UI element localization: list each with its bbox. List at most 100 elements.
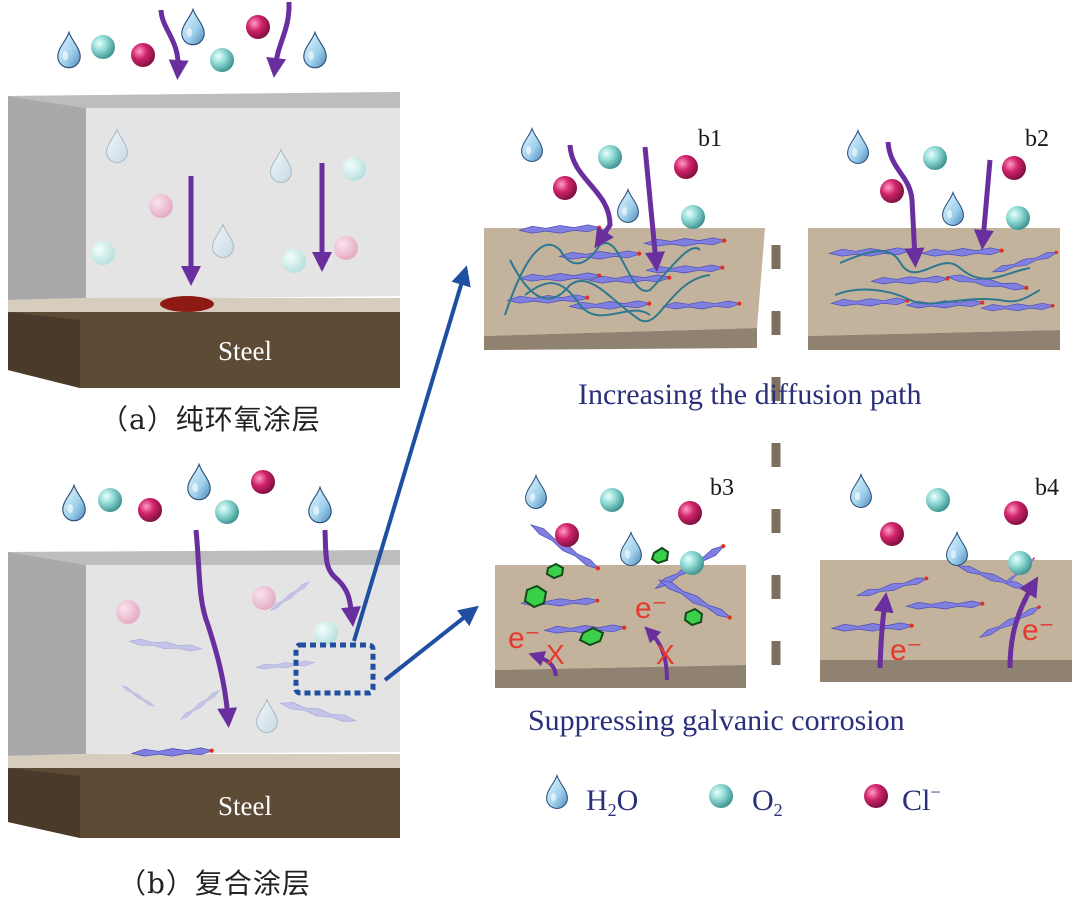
legend-label-h2o: H2O bbox=[586, 784, 638, 820]
water-droplet-icon bbox=[521, 127, 543, 163]
oxygen-sphere-icon bbox=[709, 784, 733, 808]
chloride-sphere-icon bbox=[880, 522, 904, 546]
coating-front-face bbox=[86, 565, 400, 754]
diffusion-arrow bbox=[158, 9, 189, 80]
functional-group bbox=[650, 546, 670, 565]
coating-front-face bbox=[86, 108, 400, 298]
diffusion-arrow bbox=[266, 1, 292, 78]
functional-group bbox=[523, 584, 548, 609]
coating-side-face bbox=[8, 552, 86, 756]
oxygen-sphere-icon bbox=[98, 488, 122, 512]
steel-label: Steel bbox=[218, 336, 272, 366]
chloride-sphere-icon bbox=[1004, 501, 1028, 525]
coating-film-edge bbox=[484, 328, 757, 350]
steel-side-face bbox=[8, 312, 80, 388]
chloride-sphere-icon bbox=[149, 194, 173, 218]
chloride-sphere-icon bbox=[116, 600, 140, 624]
chloride-sphere-icon bbox=[246, 15, 270, 39]
oxygen-sphere-icon bbox=[598, 145, 622, 169]
zoom-pointer-arrow bbox=[383, 605, 479, 682]
chloride-sphere-icon bbox=[131, 43, 155, 67]
polymer-chain bbox=[834, 250, 1041, 305]
water-droplet-icon bbox=[308, 486, 332, 524]
functional-group bbox=[683, 607, 704, 627]
chloride-sphere-icon bbox=[553, 176, 577, 200]
steel-label: Steel bbox=[218, 791, 272, 821]
chloride-sphere-icon bbox=[1002, 156, 1026, 180]
chloride-sphere-icon bbox=[678, 501, 702, 525]
oxygen-sphere-icon bbox=[923, 146, 947, 170]
water-droplet-icon bbox=[942, 191, 964, 227]
water-droplet-icon bbox=[181, 8, 205, 46]
water-droplet-icon bbox=[57, 31, 81, 69]
coating-side-face bbox=[8, 96, 86, 300]
chloride-sphere-icon bbox=[864, 784, 888, 808]
subpanel-b1: b1 bbox=[484, 126, 765, 350]
panel-a-pure-epoxy: Steel bbox=[8, 1, 400, 388]
chloride-sphere-icon bbox=[252, 586, 276, 610]
chloride-sphere-icon bbox=[880, 179, 904, 203]
zoom-pointer-arrow bbox=[352, 265, 471, 642]
water-droplet-icon bbox=[62, 484, 86, 522]
electron-label: e⁻ bbox=[1022, 614, 1055, 647]
mechanism-label-galvanic: Suppressing galvanic corrosion bbox=[528, 704, 905, 737]
subpanel-b3: e⁻ e⁻ X X b3 bbox=[495, 474, 746, 688]
coating-top-edge bbox=[8, 92, 400, 108]
oxygen-sphere-icon bbox=[1006, 206, 1030, 230]
subpanel-label: b3 bbox=[710, 475, 734, 501]
panel-b-composite: Steel bbox=[8, 265, 479, 838]
diffusion-arrow bbox=[973, 159, 994, 250]
steel-side-face bbox=[8, 768, 80, 838]
legend-label-o2: O2 bbox=[752, 784, 783, 820]
legend: H2O O2 Cl− bbox=[546, 774, 941, 820]
water-droplet-icon bbox=[847, 129, 869, 165]
electron-arrow bbox=[873, 592, 894, 669]
water-droplet-icon bbox=[617, 188, 639, 224]
chloride-sphere-icon bbox=[674, 155, 698, 179]
caption-panel-a: （a）纯环氧涂层 bbox=[100, 403, 321, 436]
water-droplet-icon bbox=[546, 774, 568, 810]
interface-layer bbox=[8, 754, 400, 768]
water-droplet-icon bbox=[187, 463, 211, 501]
diffusion-arrow bbox=[642, 146, 666, 272]
oxygen-sphere-icon bbox=[680, 551, 704, 575]
electron-arrow bbox=[1007, 576, 1039, 669]
zoom-region-box bbox=[293, 642, 376, 696]
oxygen-sphere-icon bbox=[600, 488, 624, 512]
water-droplet-icon bbox=[303, 31, 327, 69]
steel-substrate bbox=[8, 312, 400, 388]
electron-label: e⁻ bbox=[635, 592, 668, 625]
coating-film-edge bbox=[808, 330, 1060, 350]
electron-label: e⁻ bbox=[890, 634, 923, 667]
oxygen-sphere-icon bbox=[91, 35, 115, 59]
blocked-mark: X bbox=[546, 639, 565, 670]
diffusion-arrow bbox=[193, 529, 238, 728]
coating-film-edge bbox=[495, 665, 746, 688]
oxygen-sphere-icon bbox=[1008, 551, 1032, 575]
electron-arrow bbox=[528, 650, 558, 677]
chloride-sphere-icon bbox=[334, 236, 358, 260]
mechanism-label-diffusion: Increasing the diffusion path bbox=[578, 378, 922, 411]
chloride-sphere-icon bbox=[555, 523, 579, 547]
subpanel-label: b2 bbox=[1025, 126, 1049, 152]
oxygen-sphere-icon bbox=[210, 48, 234, 72]
chloride-sphere-icon bbox=[251, 470, 275, 494]
oxygen-sphere-icon bbox=[926, 488, 950, 512]
oxygen-sphere-icon bbox=[681, 205, 705, 229]
oxygen-sphere-icon bbox=[215, 500, 239, 524]
blocked-mark: X bbox=[656, 639, 675, 670]
oxygen-sphere-icon bbox=[91, 241, 115, 265]
oxygen-sphere-icon bbox=[342, 157, 366, 181]
water-droplet-icon bbox=[850, 473, 872, 509]
subpanel-label: b4 bbox=[1035, 475, 1059, 501]
coating-top-edge bbox=[8, 550, 400, 565]
diffusion-arrow bbox=[322, 529, 361, 627]
diffusion-arrow bbox=[567, 144, 614, 249]
chloride-sphere-icon bbox=[138, 498, 162, 522]
water-droplet-icon bbox=[946, 531, 968, 567]
legend-label-cl: Cl− bbox=[902, 782, 941, 817]
subpanel-b2: b2 bbox=[808, 126, 1060, 350]
subpanel-label: b1 bbox=[698, 126, 722, 152]
oxygen-sphere-icon bbox=[314, 621, 338, 645]
